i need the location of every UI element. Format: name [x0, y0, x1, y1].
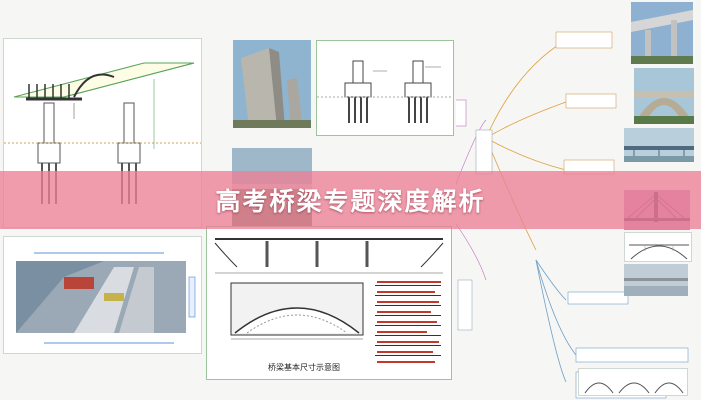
highway-bridge-photo: [631, 2, 693, 64]
aerial-bridge-photo-panel: [3, 236, 202, 354]
arch-bridge-photo: [634, 68, 694, 124]
truss-bridge-photo: [624, 128, 694, 162]
bridge-diagram-caption: 桥梁基本尺寸示意图: [268, 363, 340, 372]
pier-photo: [233, 40, 311, 128]
banner-title: 高考桥梁专题深度解析: [215, 187, 486, 216]
title-banner: 高考桥梁专题深度解析: [0, 171, 701, 229]
pier-foundation-drawing: [316, 40, 454, 136]
bridge-dimension-drawing: [206, 226, 452, 380]
arch-diagram: [624, 232, 692, 262]
arch-types-diagram: [578, 368, 688, 396]
long-bridge-photo: [624, 264, 688, 296]
